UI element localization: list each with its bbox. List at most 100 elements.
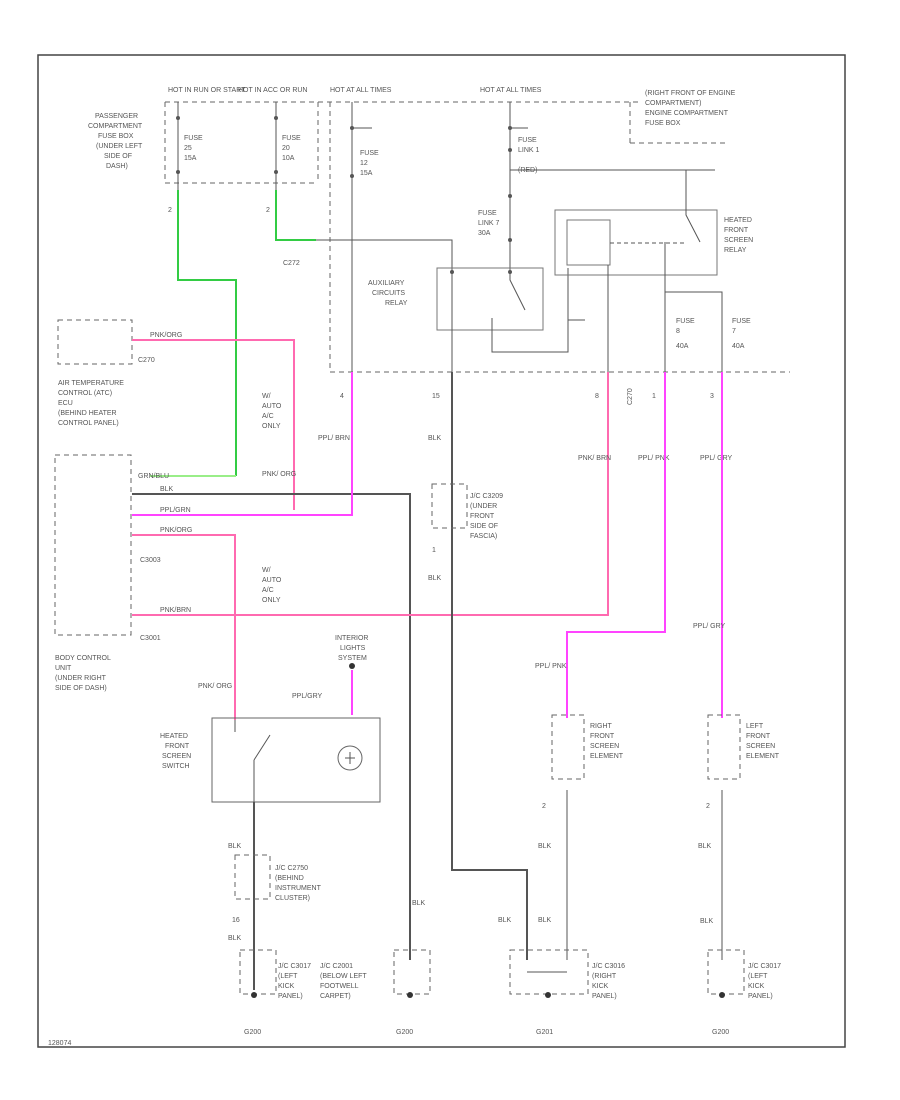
svg-text:FUSE: FUSE [282,135,301,142]
svg-text:(RED): (RED) [518,167,537,174]
svg-text:(BEHIND HEATER: (BEHIND HEATER [58,410,117,417]
svg-text:PPL/GRN: PPL/GRN [160,507,191,514]
svg-text:G201: G201 [536,1029,553,1036]
svg-text:PNK/ BRN: PNK/ BRN [578,455,611,462]
svg-text:1: 1 [432,547,436,554]
svg-text:C3001: C3001 [140,635,161,642]
svg-text:KICK: KICK [748,983,765,990]
fuse-25: FUSE 25 15A 2 [168,102,203,214]
svg-text:SCREEN: SCREEN [162,753,191,760]
svg-text:FRONT: FRONT [165,743,190,750]
svg-text:LIGHTS: LIGHTS [340,645,366,652]
svg-text:PPL/ PNK: PPL/ PNK [638,455,670,462]
svg-text:BLK: BLK [160,486,174,493]
wire-grn-fuse20 [275,190,316,241]
auxiliary-circuits-relay: AUXILIARY CIRCUITS RELAY [368,267,569,353]
svg-text:AUXILIARY: AUXILIARY [368,280,405,287]
svg-text:BLK: BLK [428,575,442,582]
svg-text:LINK 1: LINK 1 [518,147,540,154]
svg-text:(LEFT: (LEFT [748,973,768,980]
svg-text:KICK: KICK [592,983,609,990]
svg-text:KICK: KICK [278,983,295,990]
svg-text:PNK/ORG: PNK/ORG [160,527,192,534]
svg-text:W/: W/ [262,393,271,400]
svg-text:(RIGHT FRONT OF ENGINE: (RIGHT FRONT OF ENGINE [645,90,736,97]
auto-ac-note-1: W/ AUTO A/C ONLY [262,393,282,430]
interior-lights-system: INTERIOR LIGHTS SYSTEM PPL/GRY [292,635,368,715]
svg-text:J/C C3017: J/C C3017 [278,963,311,970]
svg-text:RELAY: RELAY [385,300,408,307]
svg-text:10A: 10A [282,155,295,162]
svg-text:ECU: ECU [58,400,73,407]
jc-c3209: J/C C3209 (UNDER FRONT SIDE OF FASCIA) 1… [428,483,503,582]
svg-text:PANEL): PANEL) [748,993,773,1000]
svg-text:LINK 7: LINK 7 [478,220,500,227]
svg-text:FUSE: FUSE [478,210,497,217]
body-control-unit: BODY CONTROL UNIT (UNDER RIGHT SIDE OF D… [54,454,161,692]
svg-text:CLUSTER): CLUSTER) [275,895,310,902]
svg-text:FASCIA): FASCIA) [470,533,497,540]
svg-text:(UNDER RIGHT: (UNDER RIGHT [55,675,107,682]
svg-text:C3003: C3003 [140,557,161,564]
svg-text:15: 15 [432,393,440,400]
c270-pins: 4 15 8 1 3 [340,393,714,400]
svg-text:W/: W/ [262,567,271,574]
svg-text:CARPET): CARPET) [320,993,351,1000]
heated-front-screen-relay: HEATED FRONT SCREEN RELAY [554,170,753,372]
jc-c3017-left: J/C C3017 (LEFT KICK PANEL) G200 [239,949,311,1036]
passenger-fuse-box-label: PASSENGER COMPARTMENT FUSE BOX (UNDER LE… [88,113,143,170]
svg-text:DASH): DASH) [106,163,128,170]
svg-text:INSTRUMENT: INSTRUMENT [275,885,322,892]
svg-text:CONTROL (ATC): CONTROL (ATC) [58,390,112,397]
svg-text:40A: 40A [732,343,745,350]
svg-text:PPL/GRY: PPL/GRY [292,693,323,700]
svg-text:PNK/ ORG: PNK/ ORG [262,471,296,478]
jc-c3017-right: J/C C3017 (LEFT KICK PANEL) G200 [707,949,781,1036]
svg-text:SWITCH: SWITCH [162,763,190,770]
svg-text:RELAY: RELAY [724,247,747,254]
svg-text:J/C C3016: J/C C3016 [592,963,625,970]
svg-text:A/C: A/C [262,413,274,420]
svg-text:SIDE OF: SIDE OF [470,523,498,530]
svg-text:INTERIOR: INTERIOR [335,635,368,642]
svg-text:8: 8 [676,328,680,335]
svg-text:SCREEN: SCREEN [724,237,753,244]
svg-text:CIRCUITS: CIRCUITS [372,290,405,297]
svg-text:15A: 15A [360,170,373,177]
svg-text:2: 2 [706,803,710,810]
svg-text:PNK/ORG: PNK/ORG [150,332,182,339]
wire-pnk-org-bcu [132,534,236,720]
heated-front-screen-switch: PNK/ ORG HEATED FRONT SCREEN SWITCH [160,683,381,803]
svg-text:3: 3 [710,393,714,400]
svg-text:J/C C2750: J/C C2750 [275,865,308,872]
svg-text:SCREEN: SCREEN [590,743,619,750]
svg-text:G200: G200 [712,1029,729,1036]
svg-text:20: 20 [282,145,290,152]
svg-text:HOT AT ALL TIMES: HOT AT ALL TIMES [480,87,542,94]
svg-text:16: 16 [232,917,240,924]
svg-text:LEFT: LEFT [746,723,764,730]
svg-text:2: 2 [542,803,546,810]
svg-text:FUSE: FUSE [360,150,379,157]
svg-text:7: 7 [732,328,736,335]
svg-text:(BELOW LEFT: (BELOW LEFT [320,973,367,980]
svg-text:SYSTEM: SYSTEM [338,655,367,662]
svg-text:COMPARTMENT): COMPARTMENT) [645,100,702,107]
svg-text:PPL/ GRY: PPL/ GRY [700,455,732,462]
svg-text:(RIGHT: (RIGHT [592,973,617,980]
svg-text:PPL/ BRN: PPL/ BRN [318,435,350,442]
svg-text:(UNDER LEFT: (UNDER LEFT [96,143,143,150]
svg-text:C270: C270 [627,388,634,405]
svg-text:HOT IN ACC OR RUN: HOT IN ACC OR RUN [238,87,308,94]
right-front-screen-element: RIGHT FRONT SCREEN ELEMENT 2 BLK [538,714,624,960]
svg-text:1: 1 [652,393,656,400]
wire-ppl-pnk-right [566,372,666,718]
engine-fuse-box-outline [329,102,790,373]
svg-text:FUSE: FUSE [518,137,537,144]
svg-text:2: 2 [266,207,270,214]
auto-ac-note-2: W/ AUTO A/C ONLY [262,567,282,604]
svg-text:FUSE BOX: FUSE BOX [645,120,681,127]
svg-text:FRONT: FRONT [470,513,495,520]
svg-text:PANEL): PANEL) [278,993,303,1000]
svg-text:J/C C3017: J/C C3017 [748,963,781,970]
